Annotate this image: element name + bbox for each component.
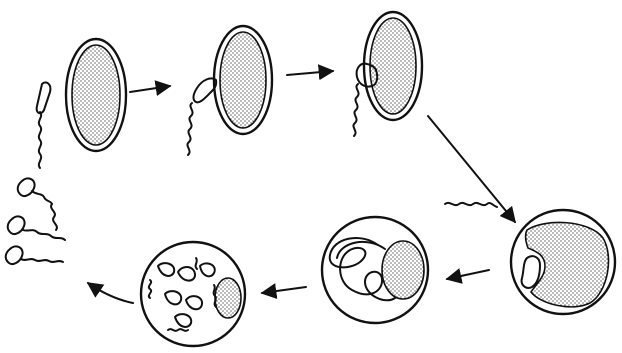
prey-cytoplasm	[220, 32, 266, 128]
flagellum	[39, 112, 41, 168]
prey-cytoplasm	[72, 45, 120, 145]
bdellovibrio-cell	[37, 82, 51, 113]
arrow-6	[88, 283, 133, 303]
progeny-cell	[8, 216, 25, 234]
progeny-cell	[6, 246, 23, 264]
bdellovibrio-cell	[193, 78, 216, 102]
flagellum	[214, 285, 216, 307]
stage-bdelloplast	[511, 210, 615, 314]
stage-septation	[141, 242, 245, 346]
progeny-cell	[18, 178, 35, 196]
detached-flagellum	[445, 203, 497, 207]
flagellum	[196, 258, 197, 269]
arrow-4	[447, 270, 489, 279]
prey-remnant	[215, 278, 241, 318]
stage-elongation	[322, 217, 428, 323]
prey-cytoplasm	[370, 18, 416, 114]
stage-attachment	[37, 39, 126, 168]
flagellum	[32, 191, 52, 204]
arrow-3	[428, 116, 515, 222]
flagellum	[187, 103, 192, 155]
arrow-2	[287, 71, 333, 75]
arrow-1	[130, 86, 170, 92]
flagellum	[51, 204, 57, 230]
stage-entry	[353, 12, 422, 136]
arrow-5	[262, 287, 306, 293]
prey-remnant	[382, 241, 424, 299]
flagellum	[21, 259, 63, 262]
stage-penetration	[187, 26, 272, 155]
flagellum	[353, 84, 358, 136]
stage-release	[6, 178, 65, 264]
flagellum	[23, 230, 65, 240]
